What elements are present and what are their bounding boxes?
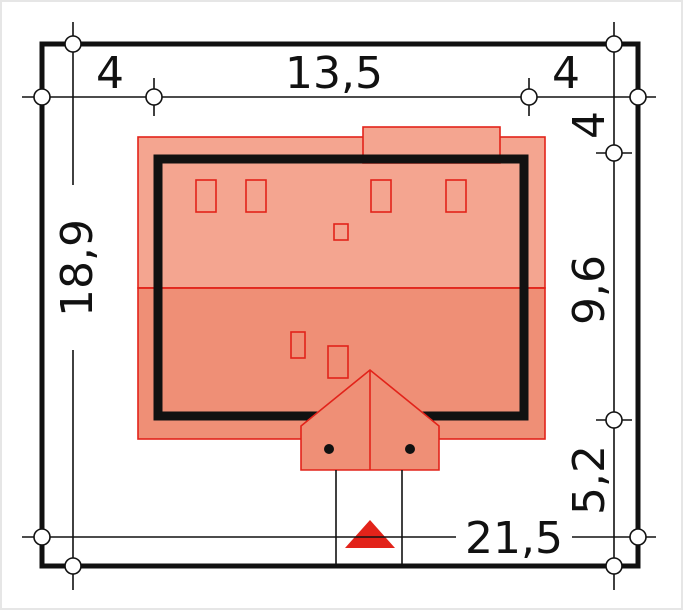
dim-label-right-bottom: 5,2 [564, 445, 615, 515]
dim-node [629, 88, 647, 106]
dim-label-top-left: 4 [96, 48, 124, 99]
porch-column [405, 444, 415, 454]
dim-node [605, 144, 623, 162]
dim-label-right-top: 4 [564, 111, 615, 139]
dim-node [33, 88, 51, 106]
roof-window [445, 179, 467, 213]
dim-node [605, 557, 623, 575]
roof-window [290, 331, 306, 359]
dim-label-bottom-total: 21,5 [465, 513, 563, 564]
entrance-arrow-icon [345, 520, 395, 548]
dim-label-top-right: 4 [552, 48, 580, 99]
porch-column [324, 444, 334, 454]
roof-windows [195, 179, 467, 379]
dim-node [605, 35, 623, 53]
dim-label-right-middle: 9,6 [564, 255, 615, 325]
dim-node [605, 411, 623, 429]
roof-vent [333, 223, 349, 241]
dim-node [520, 88, 538, 106]
dim-node [64, 35, 82, 53]
roof-window [195, 179, 217, 213]
dim-label-left-total: 18,9 [52, 219, 103, 317]
dimension-nodes [33, 35, 647, 575]
roof-window [370, 179, 392, 213]
roof-window [245, 179, 267, 213]
roof-window [327, 345, 349, 379]
dim-node [629, 528, 647, 546]
dim-label-top-middle: 13,5 [285, 48, 383, 99]
plot-boundary [39, 41, 641, 569]
dim-node [145, 88, 163, 106]
dim-node [33, 528, 51, 546]
dim-node [64, 557, 82, 575]
